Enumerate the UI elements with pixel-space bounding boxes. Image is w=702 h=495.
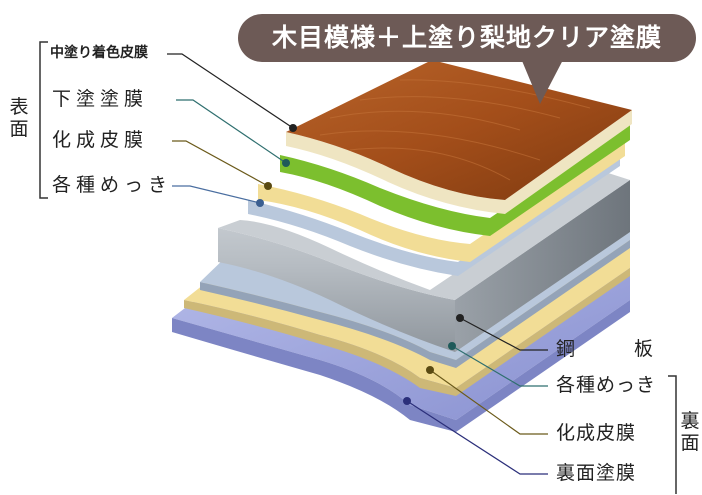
back-group-label: 裏 面: [679, 410, 701, 454]
front-color-coat-label: 中塗り着色皮膜: [50, 45, 148, 61]
back-conversion-label: 化成皮膜: [556, 422, 637, 444]
wood-grain-lines: [319, 79, 591, 181]
back-group-char-1: 裏: [680, 410, 700, 432]
front-conversion-layer: [258, 138, 625, 262]
back-paint-label: 裏面塗膜: [556, 462, 637, 484]
back-group-char-2: 面: [680, 432, 700, 454]
steel-plate-label-right: 板: [634, 338, 655, 360]
front-plating-label: 各種めっき: [52, 174, 173, 196]
wood-grain-top-layer: [286, 60, 632, 200]
back-paint-layer: [172, 238, 630, 420]
title-bubble: 木目模様＋上塗り梨地クリア塗膜: [238, 14, 696, 62]
front-conversion-label: 化成皮膜: [52, 129, 149, 151]
front-primer-layer: [280, 122, 630, 236]
front-primer-label: 下塗塗膜: [52, 88, 149, 110]
leader-dots: [256, 124, 464, 405]
front-group-bracket: [39, 41, 48, 199]
leader-lines: [167, 53, 548, 475]
title-bubble-tail: [520, 56, 565, 104]
back-group-bracket: [668, 375, 677, 494]
steel-plate-label-left: 鋼: [556, 338, 577, 360]
front-group-char-2: 面: [9, 118, 29, 140]
front-group-char-1: 表: [9, 96, 29, 118]
front-color-coat-layer: [286, 110, 632, 214]
back-conversion-layer: [184, 232, 630, 388]
front-plating-layer: [248, 152, 620, 276]
front-group-label: 表 面: [8, 96, 30, 140]
back-plating-label: 各種めっき: [556, 374, 657, 396]
